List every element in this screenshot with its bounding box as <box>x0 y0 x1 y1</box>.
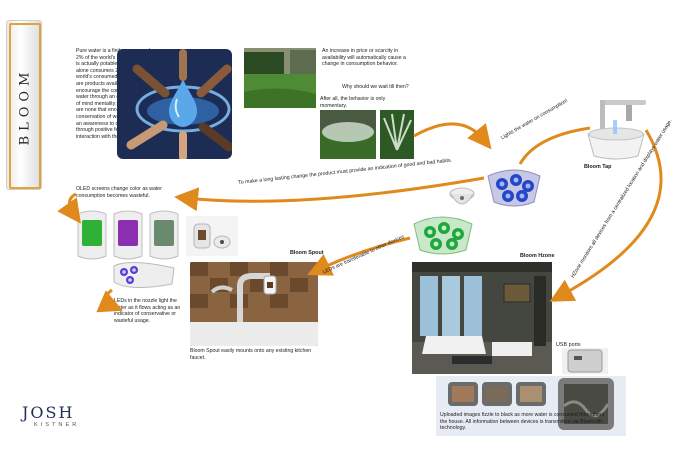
designer-first-name: JOSH <box>22 403 75 422</box>
oled-text: OLED screens change color as water consu… <box>76 186 162 199</box>
bloom-hzone-label: Bloom Hzone <box>520 253 555 259</box>
designer-logo: JOSH KISTNER <box>22 404 82 438</box>
bloom-hzone-photo <box>412 262 552 374</box>
arrow-hzone <box>549 129 663 302</box>
images-text: Uploaded images fizzle to black as more … <box>440 412 605 432</box>
hands-water-image <box>117 49 232 159</box>
bloom-tap-label: Bloom Tap <box>584 164 612 170</box>
arrow-long-lasting <box>174 176 485 212</box>
usb-ports-label: USB ports <box>556 342 581 348</box>
designer-last-name: KISTNER <box>34 422 80 428</box>
led-dome-module <box>448 184 476 212</box>
green-led-device <box>410 212 476 256</box>
arrow-to-tap <box>413 122 492 150</box>
arrow-tap-to-device <box>518 126 591 165</box>
lawn-photo <box>244 48 316 108</box>
question-text: Why should we wait till then? <box>342 84 409 90</box>
picture-frames-image <box>436 376 626 436</box>
blue-led-device <box>484 166 544 208</box>
leds-text: LEDs in the nozzle light the water as it… <box>114 298 181 324</box>
price-note: An increase in price or scarcity in avai… <box>322 48 406 68</box>
oled-devices-image <box>74 206 186 264</box>
bloom-tap-image <box>586 96 646 162</box>
usb-frame-image <box>562 348 608 374</box>
bloom-logo-panel: BLOOM <box>6 20 42 190</box>
sprinkler-photo-2 <box>380 110 414 159</box>
spout-text: Bloom Spout easily mounts onto any exist… <box>190 348 312 361</box>
arrow-transferable <box>307 236 411 276</box>
nozzle-led-image <box>110 258 180 292</box>
spout-module-image <box>186 216 238 256</box>
arrow-nozzle <box>96 288 124 313</box>
arrow-oled <box>57 192 81 224</box>
bloom-spout-label: Bloom Spout <box>290 250 324 256</box>
momentary-text: After all, the behavior is only momentar… <box>320 96 386 109</box>
sprinkler-photo-1 <box>320 110 376 159</box>
bloom-spout-photo <box>190 262 318 346</box>
intro-text: Pure water is a finite source, only 2% o… <box>76 48 153 140</box>
